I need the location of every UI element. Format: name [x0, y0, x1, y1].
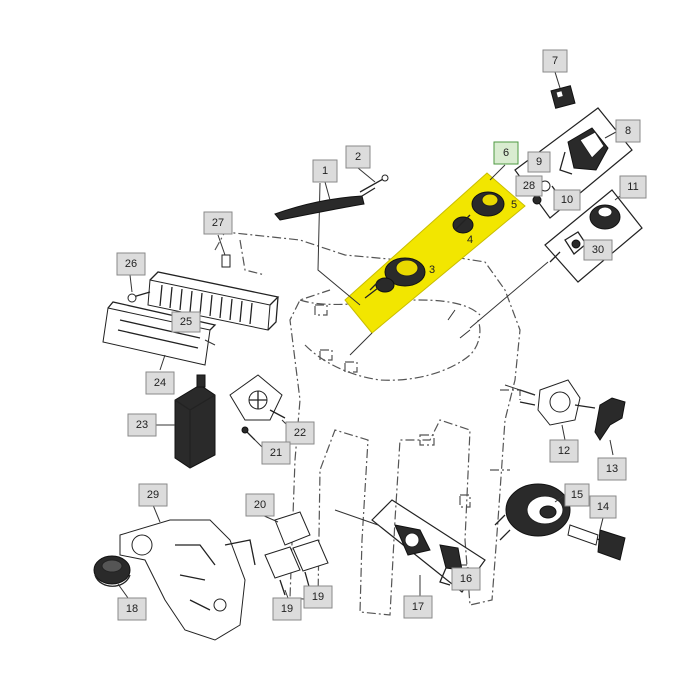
label-16[interactable]: 16: [451, 567, 481, 591]
svg-text:6: 6: [503, 147, 509, 159]
svg-text:8: 8: [625, 125, 631, 137]
svg-text:19: 19: [281, 603, 293, 615]
label-19a[interactable]: 19: [272, 597, 302, 621]
part-26-bolt: [127, 274, 151, 303]
svg-text:24: 24: [154, 377, 166, 389]
label-23[interactable]: 23: [127, 413, 157, 437]
label-12[interactable]: 12: [549, 439, 579, 463]
part-13-knob: [594, 397, 626, 456]
label-10[interactable]: 10: [553, 189, 581, 211]
switch-4-icon: [452, 191, 505, 234]
label-13[interactable]: 13: [597, 457, 627, 481]
svg-text:23: 23: [136, 419, 148, 431]
callout-group-17: [334, 499, 486, 598]
svg-text:16: 16: [460, 573, 472, 585]
label-9[interactable]: 9: [527, 151, 551, 173]
svg-text:13: 13: [606, 463, 618, 475]
label-18[interactable]: 18: [117, 597, 147, 621]
label-14[interactable]: 14: [589, 495, 617, 519]
part-12-rotary-switch: [504, 379, 596, 441]
panel-num-5: 5: [511, 199, 517, 211]
svg-text:10: 10: [561, 194, 573, 206]
part-15-ignition-switch: [494, 483, 571, 541]
label-22[interactable]: 22: [285, 421, 315, 445]
label-6[interactable]: 6: [493, 141, 519, 165]
svg-text:29: 29: [147, 489, 159, 501]
label-24[interactable]: 24: [145, 371, 175, 395]
part-22-switch: [229, 374, 293, 431]
svg-text:20: 20: [254, 499, 266, 511]
svg-text:28: 28: [523, 180, 535, 192]
part-2-screw: [357, 167, 389, 193]
svg-text:26: 26: [125, 258, 137, 270]
part-25-resistor-bar: [147, 271, 280, 331]
label-28[interactable]: 28: [515, 175, 543, 197]
switch-3-icon: [364, 257, 426, 299]
svg-text:25: 25: [180, 316, 192, 328]
part-29-bracket: [119, 504, 256, 641]
svg-text:18: 18: [126, 603, 138, 615]
part-18-knob: [93, 555, 131, 599]
svg-text:9: 9: [536, 156, 542, 168]
svg-text:12: 12: [558, 445, 570, 457]
svg-text:11: 11: [627, 181, 638, 193]
panel-num-4: 4: [467, 234, 473, 246]
svg-text:22: 22: [294, 427, 306, 439]
callout-labels: 1 2 6 7 8 9 10 28 11 30 27 26 25 24 23 2…: [116, 49, 647, 621]
svg-text:27: 27: [212, 217, 224, 229]
label-20[interactable]: 20: [245, 493, 275, 517]
label-26[interactable]: 26: [116, 252, 146, 276]
svg-text:2: 2: [355, 151, 361, 163]
label-29[interactable]: 29: [138, 483, 168, 507]
label-19b[interactable]: 19: [303, 585, 333, 609]
label-25[interactable]: 25: [171, 311, 201, 333]
svg-text:30: 30: [592, 244, 604, 256]
svg-text:19: 19: [312, 591, 324, 603]
part-7-block: [550, 71, 576, 109]
label-8[interactable]: 8: [615, 119, 641, 143]
label-15[interactable]: 15: [564, 483, 590, 507]
callout-group-8: [514, 107, 633, 219]
label-11[interactable]: 11: [619, 175, 647, 199]
highlighted-switch-panel[interactable]: 3 4 5: [344, 172, 526, 334]
part-1-blade: [274, 181, 376, 221]
part-23-relay: [155, 374, 216, 469]
label-17[interactable]: 17: [403, 595, 433, 619]
svg-text:15: 15: [571, 489, 583, 501]
part-27-clip: [217, 234, 231, 268]
svg-text:14: 14: [597, 501, 609, 513]
label-2[interactable]: 2: [345, 145, 371, 169]
label-30[interactable]: 30: [583, 239, 613, 261]
panel-num-3: 3: [429, 264, 435, 276]
svg-text:17: 17: [412, 601, 424, 613]
label-7[interactable]: 7: [542, 49, 568, 73]
label-1[interactable]: 1: [312, 159, 338, 183]
label-27[interactable]: 27: [203, 211, 233, 235]
svg-text:21: 21: [270, 447, 282, 459]
part-14-key: [567, 517, 626, 561]
svg-text:1: 1: [322, 165, 328, 177]
bar-ribs: [159, 284, 253, 325]
svg-text:7: 7: [552, 55, 558, 67]
label-21[interactable]: 21: [261, 441, 291, 465]
